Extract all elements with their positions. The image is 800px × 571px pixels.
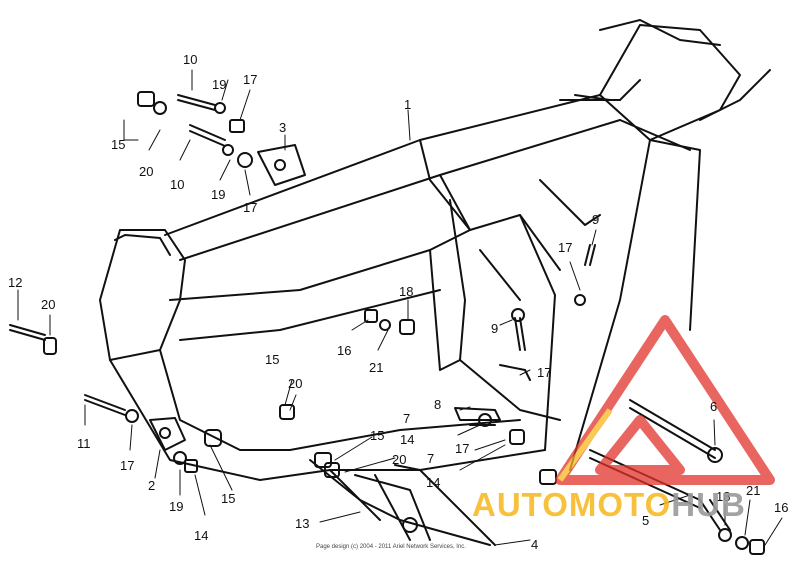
callout-17f: 17 — [455, 441, 470, 456]
callout-16b: 16 — [774, 500, 789, 515]
watermark-brand-part1: AUTOMOTO — [472, 486, 672, 523]
callout-17a: 17 — [243, 72, 258, 87]
callout-20b: 20 — [41, 297, 56, 312]
callout-11: 11 — [77, 436, 91, 451]
callout-12: 12 — [8, 275, 23, 290]
callout-19c: 19 — [169, 499, 184, 514]
callout-17b: 17 — [243, 200, 258, 215]
callout-15d: 15 — [370, 428, 385, 443]
callout-8: 8 — [434, 397, 442, 412]
callout-18a: 18 — [399, 284, 414, 299]
leader-lines — [17, 69, 783, 546]
callout-20a: 20 — [139, 164, 154, 179]
callout-17e: 17 — [537, 365, 552, 380]
callout-9a: 9 — [592, 212, 600, 227]
callout-13: 13 — [295, 516, 310, 531]
callout-10a: 10 — [183, 52, 198, 67]
callout-1: 1 — [404, 97, 412, 112]
callout-14b: 14 — [400, 432, 415, 447]
callout-21b: 21 — [746, 483, 761, 498]
callout-7b: 7 — [427, 451, 435, 466]
callout-19b: 19 — [211, 187, 226, 202]
watermark-brand: AUTOMOTOHUB — [472, 488, 746, 521]
copyright-credit: Page design (c) 2004 - 2011 Ariel Networ… — [316, 544, 466, 550]
callout-16a: 16 — [337, 343, 352, 358]
callout-20d: 20 — [392, 452, 407, 467]
callout-18b: 18 — [716, 489, 731, 504]
callout-2: 2 — [148, 478, 156, 493]
callout-14c: 14 — [426, 475, 441, 490]
callout-17c: 17 — [120, 458, 135, 473]
callout-15c: 15 — [221, 491, 236, 506]
callout-20c: 20 — [288, 376, 303, 391]
callout-5: 5 — [642, 513, 650, 528]
callout-14a: 14 — [194, 528, 209, 543]
callout-15b: 15 — [265, 352, 280, 367]
callout-3: 3 — [279, 120, 287, 135]
main-frame — [99, 19, 771, 546]
callout-15a: 15 — [111, 137, 126, 152]
watermark-logo — [555, 315, 775, 485]
callout-6: 6 — [710, 399, 718, 414]
watermark-brand-part2: HUB — [671, 486, 746, 523]
callout-4: 4 — [531, 537, 539, 552]
callout-21a: 21 — [369, 360, 384, 375]
callout-7a: 7 — [403, 411, 411, 426]
callout-17d: 17 — [558, 240, 573, 255]
callout-9b: 9 — [491, 321, 499, 336]
callout-19a: 19 — [212, 77, 227, 92]
callout-10b: 10 — [170, 177, 185, 192]
